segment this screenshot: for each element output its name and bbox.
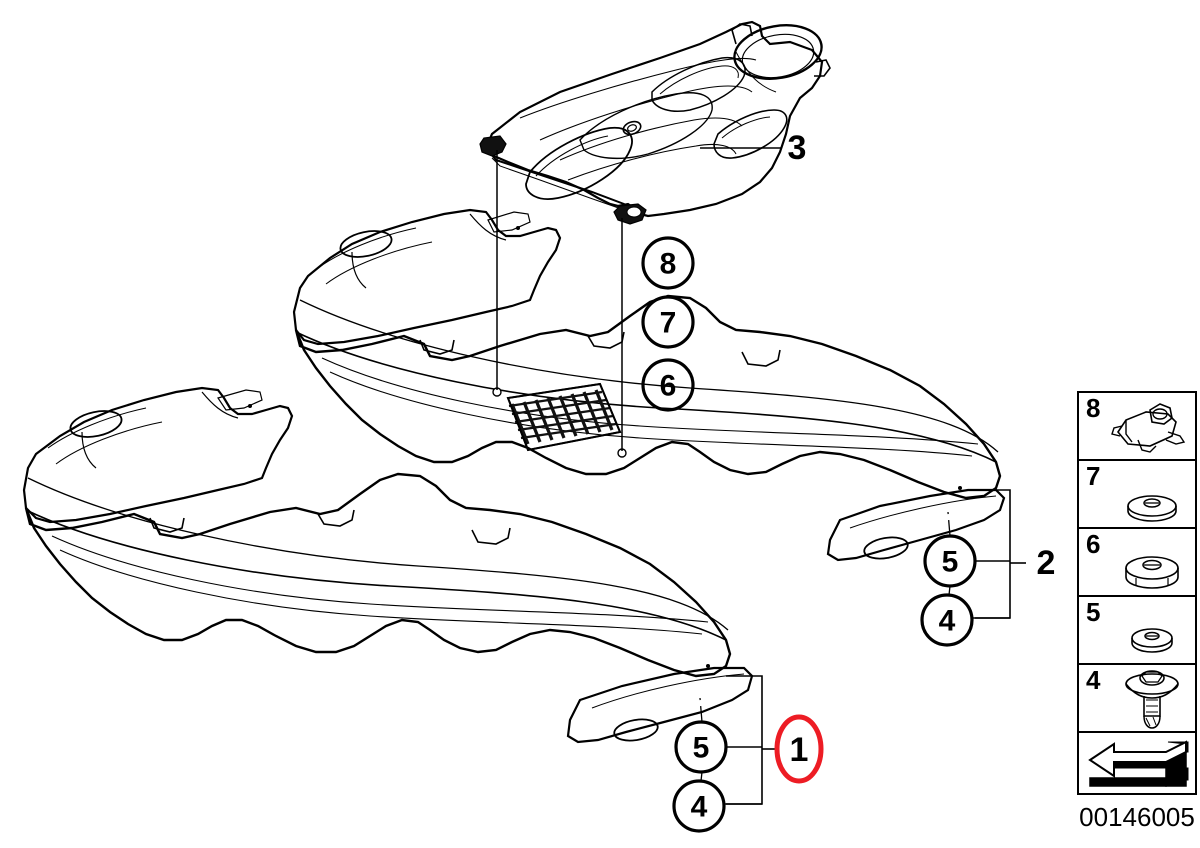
undertray-middle-shelf-rib2 bbox=[325, 241, 433, 285]
undertray-middle-hole-left bbox=[339, 230, 393, 258]
undertray-middle-step-band bbox=[299, 299, 999, 453]
undertray-middle-shelf-rib1 bbox=[317, 227, 417, 269]
legend-label-4: 4 bbox=[1086, 665, 1101, 695]
undertray-lower-hole-left-wall bbox=[81, 431, 97, 469]
air-duct-center-hole bbox=[622, 120, 642, 136]
callout-label-4-part2[interactable]: 4 bbox=[939, 605, 956, 638]
air-duct-rib-3 bbox=[559, 117, 743, 161]
callout-label-7[interactable]: 7 bbox=[660, 307, 677, 340]
part-undertray-lower[interactable] bbox=[22, 386, 754, 744]
undertray-lower-notch-c bbox=[471, 527, 511, 545]
undertray-lower-notch-b bbox=[317, 509, 355, 527]
part-undertray-middle[interactable] bbox=[292, 208, 1006, 562]
callout-label-5-part2[interactable]: 5 bbox=[942, 546, 959, 579]
undertray-lower-left-shelf bbox=[22, 386, 294, 524]
undertray-lower-step-band bbox=[27, 477, 729, 631]
callout-label-2[interactable]: 2 bbox=[1037, 544, 1056, 582]
air-duct-clip-right-hole bbox=[626, 206, 642, 218]
air-duct-scoop-upper bbox=[651, 56, 746, 112]
clip-clamp-icon bbox=[1111, 403, 1186, 453]
undertray-middle-right-ear bbox=[826, 488, 1006, 562]
legend-panel: 8 7 6 bbox=[1077, 391, 1197, 832]
undertray-lower-notch-a bbox=[149, 517, 185, 533]
undertray-middle-main-panel bbox=[294, 294, 1002, 500]
air-duct-center-hole-inner bbox=[627, 124, 637, 132]
air-duct-outline bbox=[484, 20, 824, 218]
callout-label-4-part1[interactable]: 4 bbox=[691, 791, 708, 824]
air-duct-base-lip bbox=[487, 149, 639, 213]
undertray-lower-shelf-rib2 bbox=[55, 421, 163, 465]
air-duct-rib-4 bbox=[567, 143, 737, 181]
air-duct-ring-tab-right bbox=[814, 59, 831, 77]
undertray-lower-front-edge bbox=[25, 509, 727, 641]
undertray-middle-tab-top bbox=[487, 211, 531, 233]
callout-bubble-6[interactable] bbox=[641, 358, 695, 412]
air-duct-scoop-upper-detail bbox=[659, 65, 739, 95]
legend-cell-arrow[interactable] bbox=[1077, 731, 1197, 795]
legend-label-8: 8 bbox=[1086, 393, 1100, 423]
legend-label-5: 5 bbox=[1086, 597, 1100, 627]
callout-group-fasteners-duct: 8 7 6 bbox=[641, 236, 695, 412]
callout-group-part-2: 2 5 4 bbox=[920, 489, 1056, 647]
callout-label-1[interactable]: 1 bbox=[790, 731, 809, 769]
air-duct-ring-tab-left bbox=[731, 23, 753, 45]
undertray-middle-hole-left-wall bbox=[351, 251, 367, 289]
undertray-lower-main-panel bbox=[24, 472, 732, 678]
air-duct-opening-right bbox=[713, 109, 788, 159]
callout-label-8[interactable]: 8 bbox=[660, 248, 677, 281]
arrow-direction-icon bbox=[1088, 740, 1189, 787]
undertray-middle-vent-grille bbox=[506, 382, 622, 452]
undertray-lower-dot-1 bbox=[248, 404, 252, 408]
undertray-lower-shelf-notch bbox=[201, 391, 239, 419]
undertray-middle-left-shelf bbox=[292, 208, 562, 346]
callout-bubble-7[interactable] bbox=[641, 295, 695, 349]
undertray-middle-dot-1 bbox=[516, 226, 520, 230]
callout-label-6[interactable]: 6 bbox=[660, 370, 677, 403]
undertray-lower-contour-2 bbox=[51, 535, 709, 623]
leader-5-to-panel-part2 bbox=[947, 511, 951, 537]
undertray-lower-right-ear bbox=[566, 666, 754, 744]
callout-highlight-ellipse-1[interactable] bbox=[774, 714, 824, 784]
legend-label-6: 6 bbox=[1086, 529, 1100, 559]
undertray-middle-shelf-notch bbox=[469, 213, 507, 241]
washer-thick-icon bbox=[1125, 556, 1179, 589]
undertray-middle-notch-a bbox=[419, 339, 455, 355]
undertray-middle-notch-c bbox=[741, 349, 781, 367]
air-duct-opening-right-detail bbox=[721, 116, 771, 139]
legend-label-7: 7 bbox=[1086, 461, 1100, 491]
callout-bubble-4-part2[interactable] bbox=[920, 593, 974, 647]
callout-bubble-8[interactable] bbox=[641, 236, 695, 290]
callout-label-5-part1[interactable]: 5 bbox=[693, 732, 710, 765]
washer-large-icon bbox=[1127, 495, 1177, 522]
callout-group-part-1: 1 5 4 bbox=[672, 675, 824, 833]
leader-5-to-panel-part1 bbox=[699, 697, 703, 723]
undertray-middle-right-ear-rib bbox=[849, 495, 997, 529]
undertray-lower-lug-hole bbox=[613, 718, 659, 742]
expanding-rivet-icon bbox=[1125, 670, 1179, 729]
leader-4-to-5-part2 bbox=[948, 585, 951, 596]
washer-small-icon bbox=[1131, 628, 1173, 653]
undertray-middle-dot-2 bbox=[958, 486, 962, 490]
callout-label-3[interactable]: 3 bbox=[788, 129, 807, 167]
undertray-lower-contour-1 bbox=[59, 549, 703, 635]
air-duct-intake-ring-outer bbox=[733, 24, 823, 80]
undertray-middle-contour-2 bbox=[321, 357, 979, 445]
diagram-id-label: 00146005 bbox=[1079, 802, 1195, 832]
air-duct-ring-seam bbox=[735, 51, 777, 93]
undertray-lower-tab-top bbox=[217, 389, 263, 411]
undertray-lower-hole-left bbox=[69, 410, 123, 438]
undertray-lower-shelf-rib1 bbox=[47, 407, 147, 449]
air-duct-center-boss bbox=[579, 92, 713, 159]
air-duct-opening-left-detail bbox=[535, 135, 609, 177]
callout-bubble-4-part1[interactable] bbox=[672, 779, 726, 833]
undertray-lower-dot-2 bbox=[706, 664, 710, 668]
undertray-middle-contour-1 bbox=[329, 371, 973, 457]
leader-4-to-5-part1 bbox=[700, 771, 703, 782]
air-duct-opening-left bbox=[525, 126, 633, 200]
